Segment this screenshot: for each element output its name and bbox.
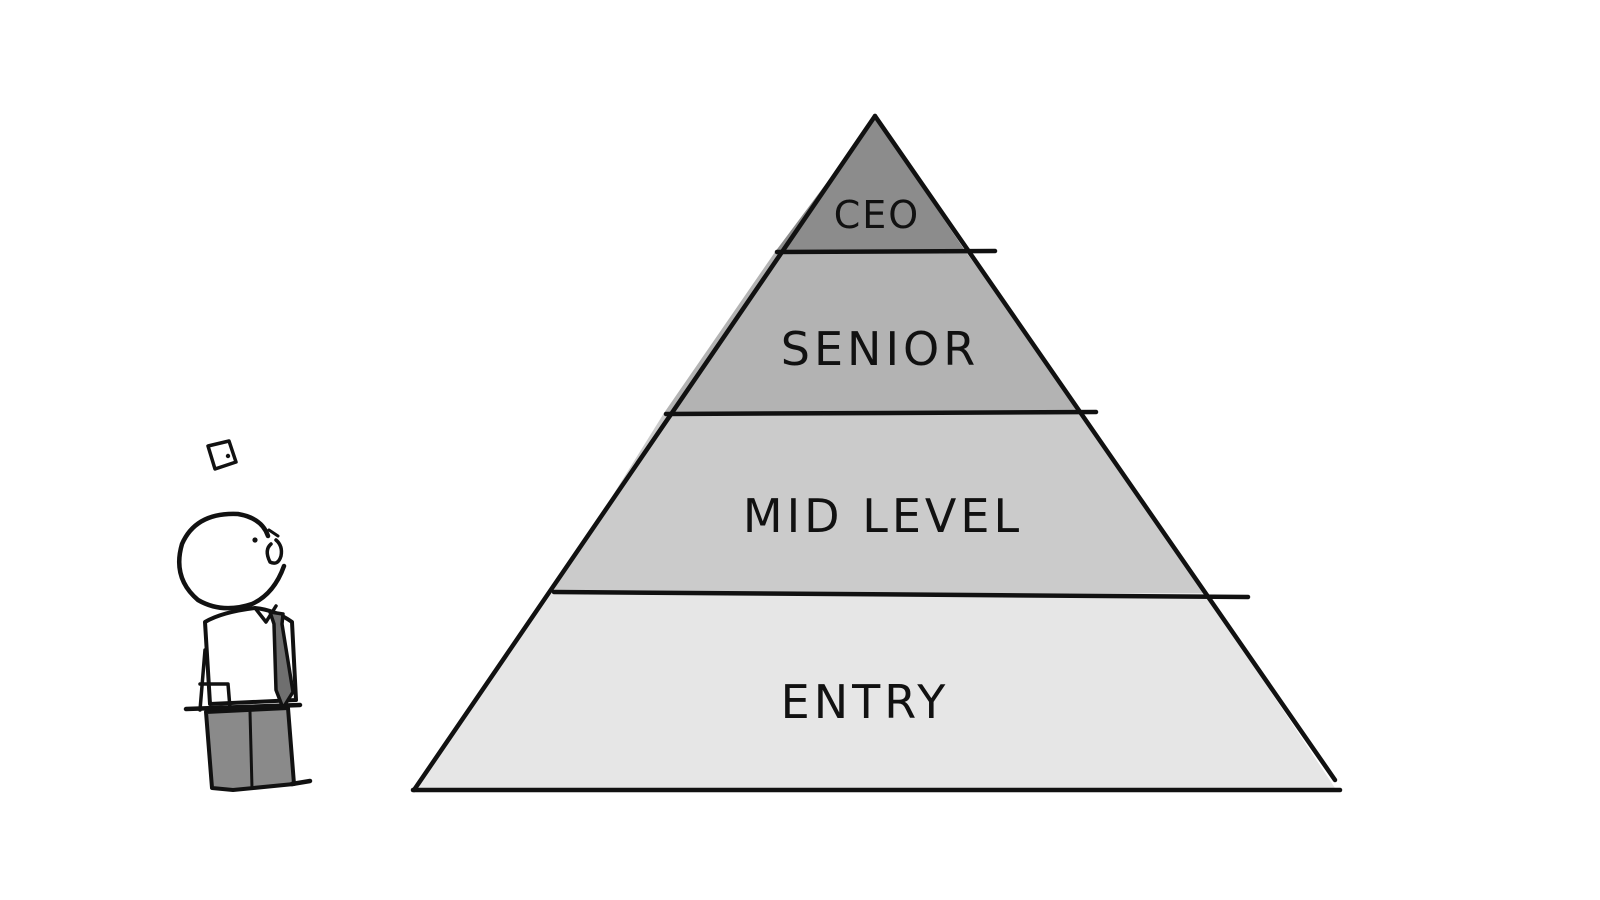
person-head — [177, 511, 287, 611]
person-figure — [177, 439, 313, 792]
tier-senior-band — [664, 252, 1083, 413]
tier-label-mid-level: MID LEVEL — [743, 489, 1023, 543]
pyramid-right-edge — [872, 113, 1338, 783]
pyramid-left-edge — [411, 113, 878, 793]
divider-ceo-senior — [774, 248, 998, 255]
pyramid: CEO SENIOR MID LEVEL ENTRY — [410, 113, 1343, 793]
tier-entry-band — [414, 593, 1335, 788]
tier-ceo-band — [775, 118, 966, 252]
person-mouth — [265, 538, 284, 565]
tier-mid-level-band — [552, 413, 1205, 593]
tier-label-ceo: CEO — [834, 193, 920, 237]
divider-mid-entry — [551, 589, 1251, 600]
person-eye — [252, 537, 258, 543]
question-box-icon — [206, 439, 238, 471]
person-tie — [268, 610, 295, 710]
divider-senior-mid — [663, 409, 1099, 417]
tier-label-senior: SENIOR — [781, 322, 979, 376]
tier-label-entry: ENTRY — [781, 675, 950, 729]
